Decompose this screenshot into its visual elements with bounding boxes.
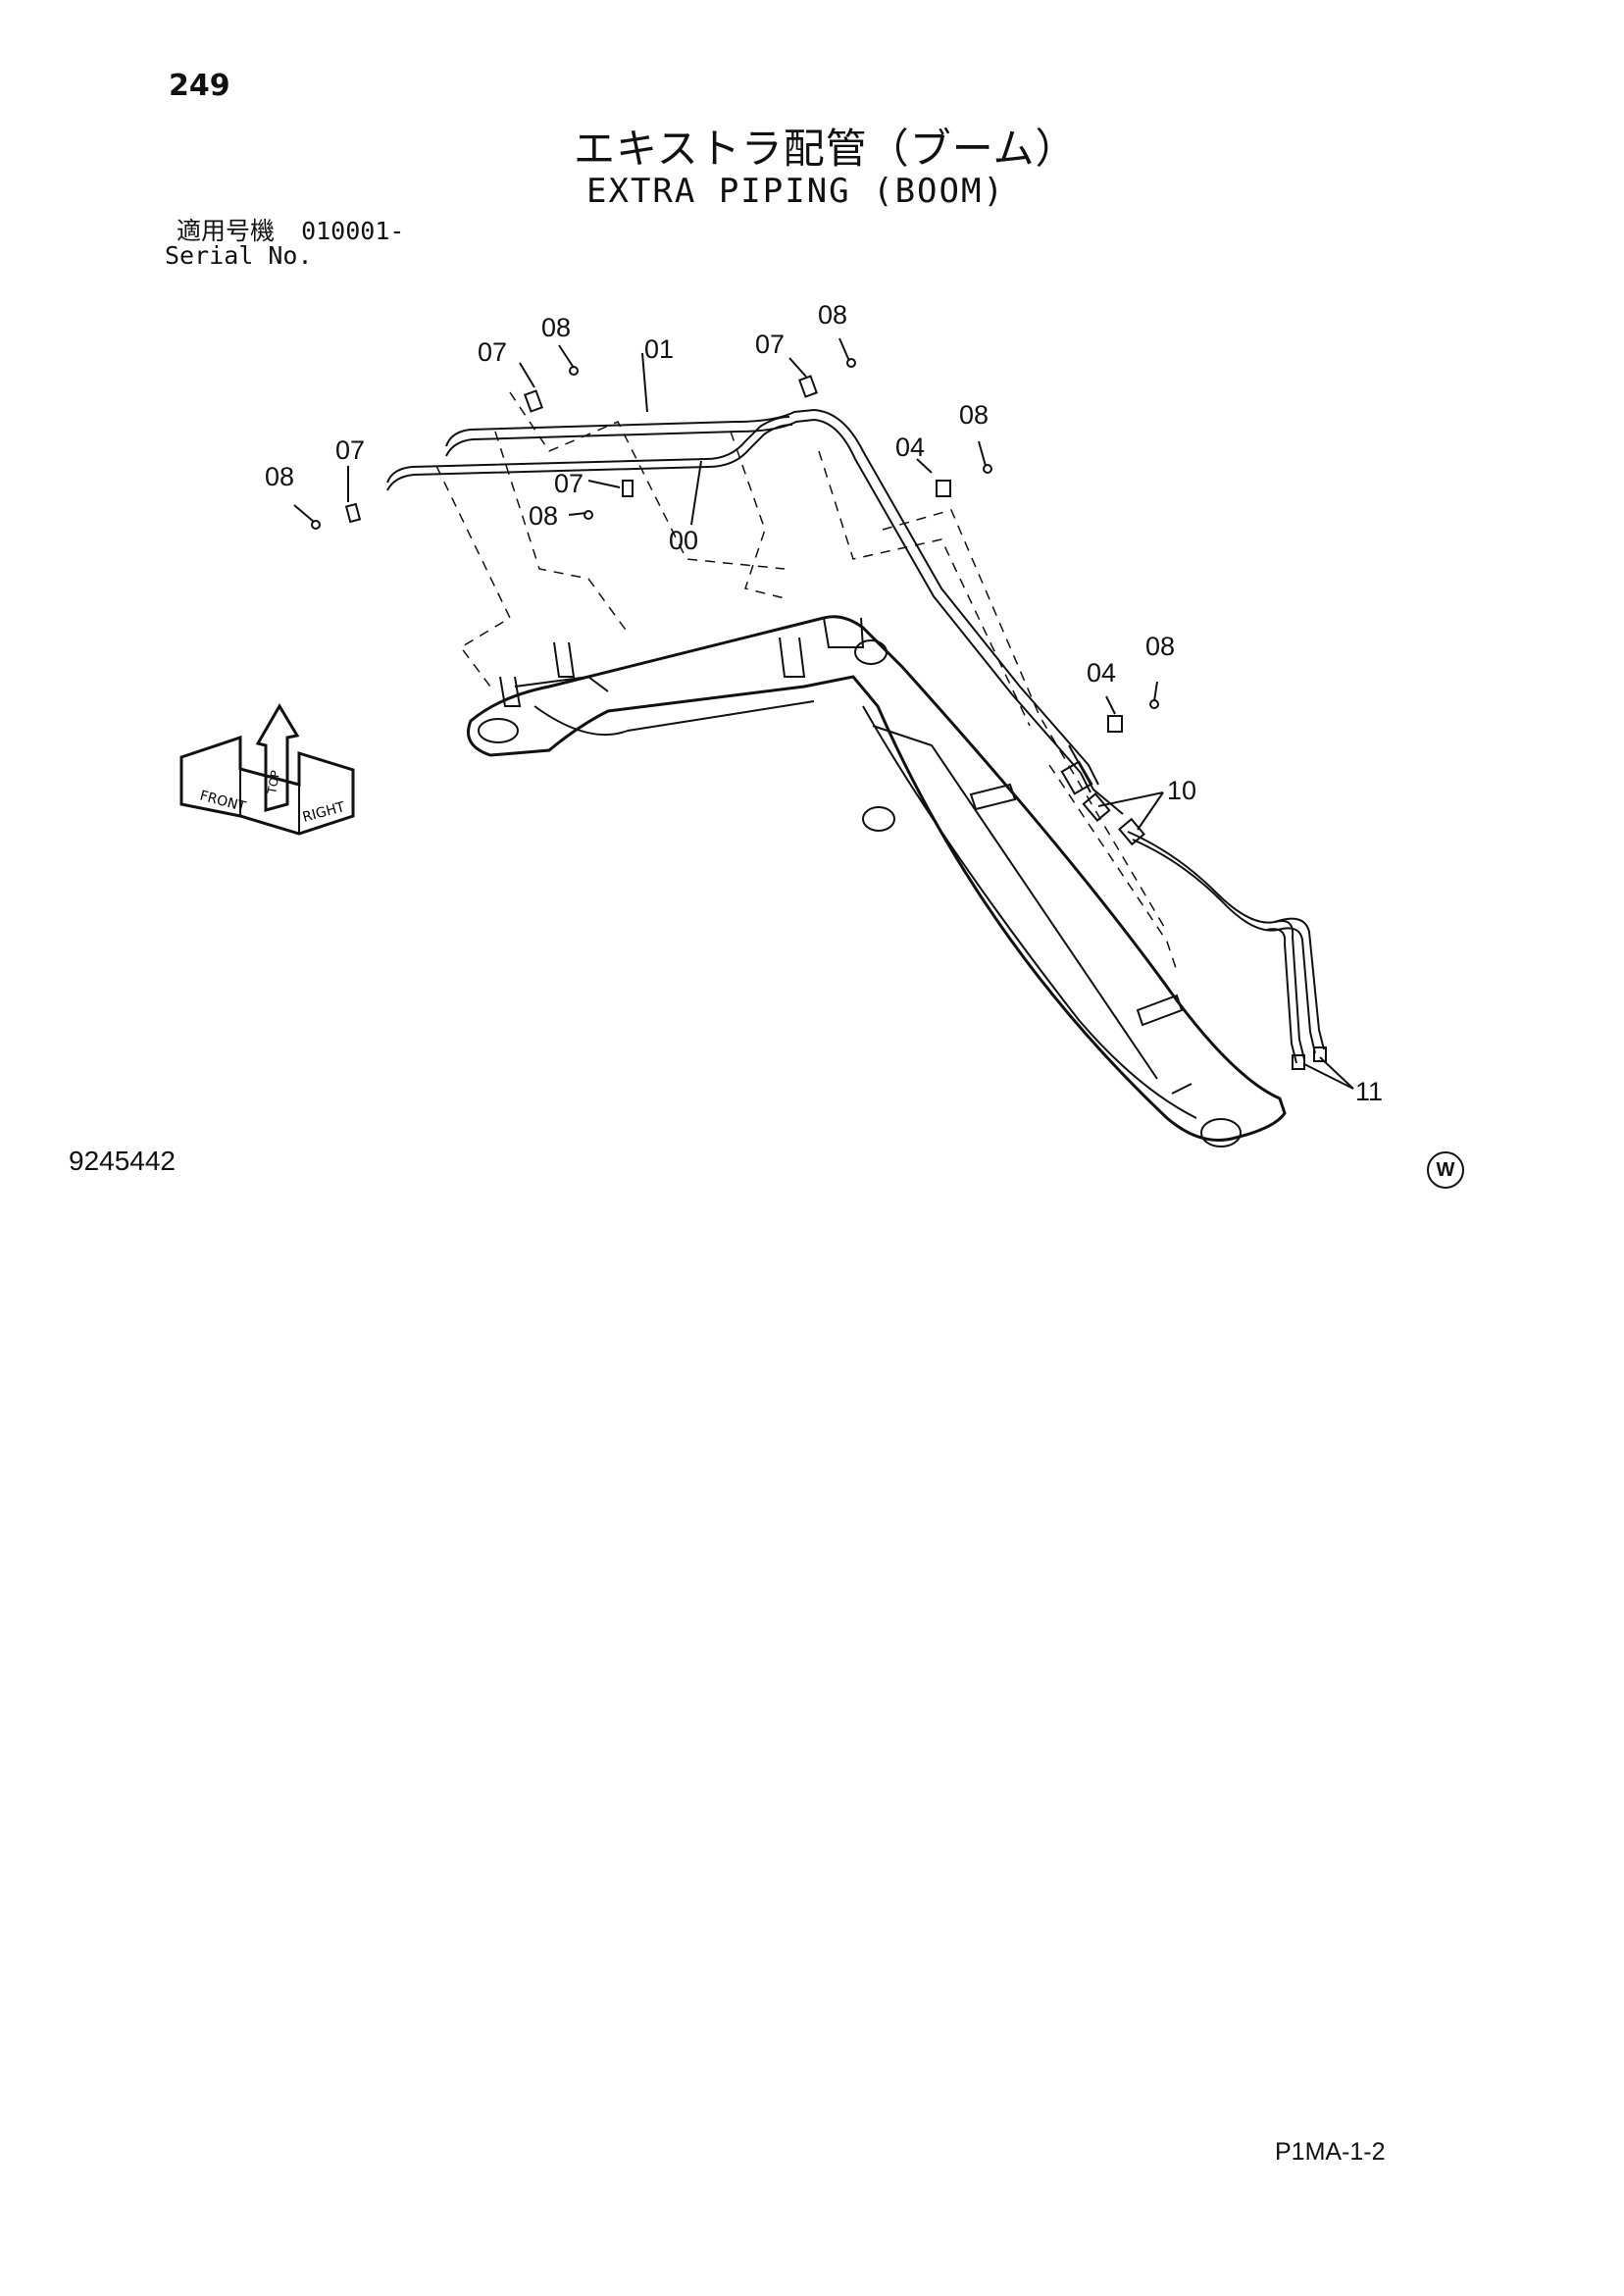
serial-value: 010001- bbox=[301, 217, 405, 245]
callout-label: 04 bbox=[1087, 658, 1116, 688]
callout-label: 07 bbox=[755, 330, 785, 359]
orientation-symbol: FRONT TOP RIGHT bbox=[179, 703, 355, 836]
pipe-lines bbox=[386, 408, 1325, 1064]
callout-label: 11 bbox=[1355, 1077, 1383, 1106]
callout-label: 10 bbox=[1167, 776, 1196, 805]
page-number: 249 bbox=[169, 69, 230, 103]
callout-label: 07 bbox=[554, 469, 584, 498]
callout-label: 01 bbox=[644, 334, 674, 364]
callout-label: 08 bbox=[959, 400, 989, 430]
title-english: EXTRA PIPING (BOOM) bbox=[586, 172, 1005, 211]
callout-label: 08 bbox=[541, 313, 571, 342]
serial-label-jp: 適用号機 bbox=[177, 217, 276, 245]
callout-label: 08 bbox=[1145, 632, 1175, 661]
callout-labels: 08 07 01 07 08 07 08 07 08 00 04 08 04 0… bbox=[265, 300, 1383, 1106]
callout-label: 08 bbox=[818, 300, 847, 330]
callout-label: 07 bbox=[478, 337, 507, 367]
drawing-number: 9245442 bbox=[69, 1146, 177, 1176]
callout-label: 00 bbox=[669, 526, 698, 555]
callout-label: 04 bbox=[895, 433, 925, 462]
callout-label: 08 bbox=[265, 462, 294, 491]
hidden-lines bbox=[435, 391, 1178, 972]
clamps-and-fittings bbox=[311, 358, 1327, 1070]
callout-label: 08 bbox=[529, 501, 558, 531]
title-japanese: エキストラ配管（ブーム） bbox=[574, 125, 1078, 173]
page-code: P1MA-1-2 bbox=[1275, 2138, 1386, 2166]
orientation-top-label: TOP bbox=[265, 769, 282, 795]
serial-label-english: Serial No. bbox=[165, 241, 313, 270]
w-circle-mark: W bbox=[1427, 1151, 1464, 1189]
callout-label: 07 bbox=[335, 435, 365, 465]
leader-lines bbox=[293, 337, 1354, 1090]
serial-line-japanese: 適用号機 010001- bbox=[177, 212, 404, 247]
boom-outline bbox=[467, 615, 1287, 1148]
